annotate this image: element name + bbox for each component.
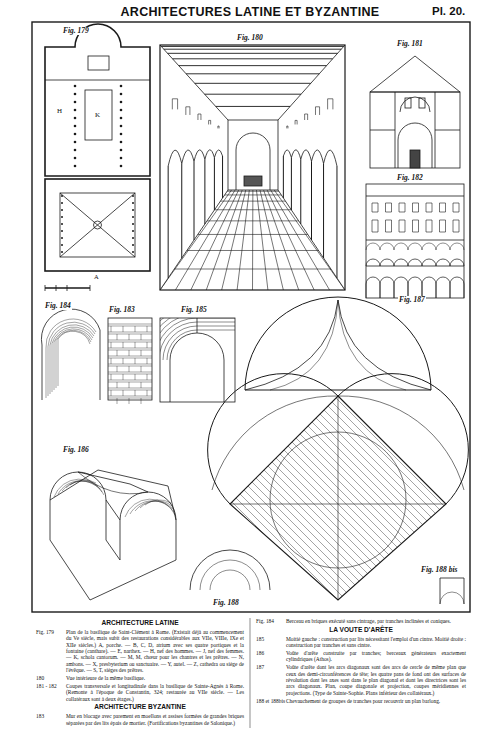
caption-row: 186Voûte d'arête construite par tranches… xyxy=(256,650,466,663)
figure-number: Fig. 188 xyxy=(212,599,240,607)
caption-row: 180Vue intérieure de la même basilique. xyxy=(36,675,244,681)
caption-text: Coupes transversale et longitudinale dan… xyxy=(66,683,244,702)
longitudinal-section xyxy=(366,184,464,298)
caption-text: Voûte d'arête construite par tranches; b… xyxy=(286,650,466,663)
caption-number: 186 xyxy=(256,650,286,663)
caption-row: Fig. 184Berceau en briques exécuté sans … xyxy=(256,618,466,624)
figure-number: Fig. 187 xyxy=(398,296,426,304)
caption-number: 185 xyxy=(256,636,286,649)
caption-row: 185Moitié gauche : construction par lits… xyxy=(256,636,466,649)
section-heading: ARCHITECTURE BYZANTINE xyxy=(36,703,244,711)
caption-number: Fig. 184 xyxy=(256,618,286,624)
caption-text: Chevauchement de groupes de tranches pou… xyxy=(286,698,466,704)
plan-letter: K xyxy=(95,112,100,119)
caption-text: Moitié gauche : construction par lits né… xyxy=(286,636,466,649)
section-heading: ARCHITECTURE LATINE xyxy=(36,619,244,627)
basilica-interior xyxy=(150,45,355,290)
figure-number: Fig. 184 xyxy=(44,302,72,310)
caption-text: Mur en blocage avec parement en moellons… xyxy=(66,713,244,726)
figure-number: Fig. 180 xyxy=(236,34,264,42)
groin-vault-geometry xyxy=(208,284,469,724)
plan-letter: H xyxy=(57,108,62,115)
caption-column: Fig. 184Berceau en briques exécuté sans … xyxy=(256,618,466,705)
plate-title: ARCHITECTURES LATINE ET BYZANTINE xyxy=(0,5,500,19)
caption-number: 183 xyxy=(36,713,66,726)
caption-text: Berceau en briques exécuté sans cintrage… xyxy=(286,618,466,624)
figure-number: Fig. 185 xyxy=(180,306,208,314)
caption-text: Voûte d'arête dont les arcs diagonaux so… xyxy=(286,664,466,696)
caption-text: Vue intérieure de la même basilique. xyxy=(66,675,244,681)
caption-row: 188 et 188bisChevauchement de groupes de… xyxy=(256,698,466,704)
figure-number: Fig. 183 xyxy=(108,306,136,314)
caption-row: Fig. 179Plan de la basilique de Saint-Cl… xyxy=(36,629,244,674)
basilica-plan xyxy=(45,24,150,291)
cross-section xyxy=(370,56,460,168)
caption-number: 181 - 182 xyxy=(36,683,66,702)
caption-number: 187 xyxy=(256,664,286,696)
caption-row: 183Mur en blocage avec parement en moell… xyxy=(36,713,244,726)
plate-number: Pl. 20. xyxy=(432,6,465,18)
figure-number: Fig. 182 xyxy=(396,174,424,182)
figure-number: Fig. 188 bis xyxy=(420,566,458,574)
isometric-groin-vault xyxy=(50,470,176,600)
caption-number: 180 xyxy=(36,675,66,681)
caption-row: 181 - 182Coupes transversale et longitud… xyxy=(36,683,244,702)
figure-number: Fig. 181 xyxy=(396,40,424,48)
groin-arch-detail xyxy=(131,294,235,402)
plan-letter: A xyxy=(94,274,99,281)
caption-row: 187Voûte d'arête dont les arcs diagonaux… xyxy=(256,664,466,696)
section-heading: LA VOUTE D'ARÊTE xyxy=(256,626,466,634)
overlapping-slices xyxy=(190,550,464,604)
brick-barrel-vault xyxy=(41,309,100,400)
caption-number: 188 et 188bis xyxy=(256,698,286,704)
caption-number: Fig. 179 xyxy=(36,629,66,674)
masonry-wall xyxy=(108,318,152,404)
caption-column: ARCHITECTURE LATINE Fig. 179Plan de la ba… xyxy=(36,618,244,727)
figure-number: Fig. 179 xyxy=(62,27,90,35)
caption-text: Plan de la basilique de Saint-Clément à … xyxy=(66,629,244,674)
figure-number: Fig. 186 xyxy=(62,446,90,454)
